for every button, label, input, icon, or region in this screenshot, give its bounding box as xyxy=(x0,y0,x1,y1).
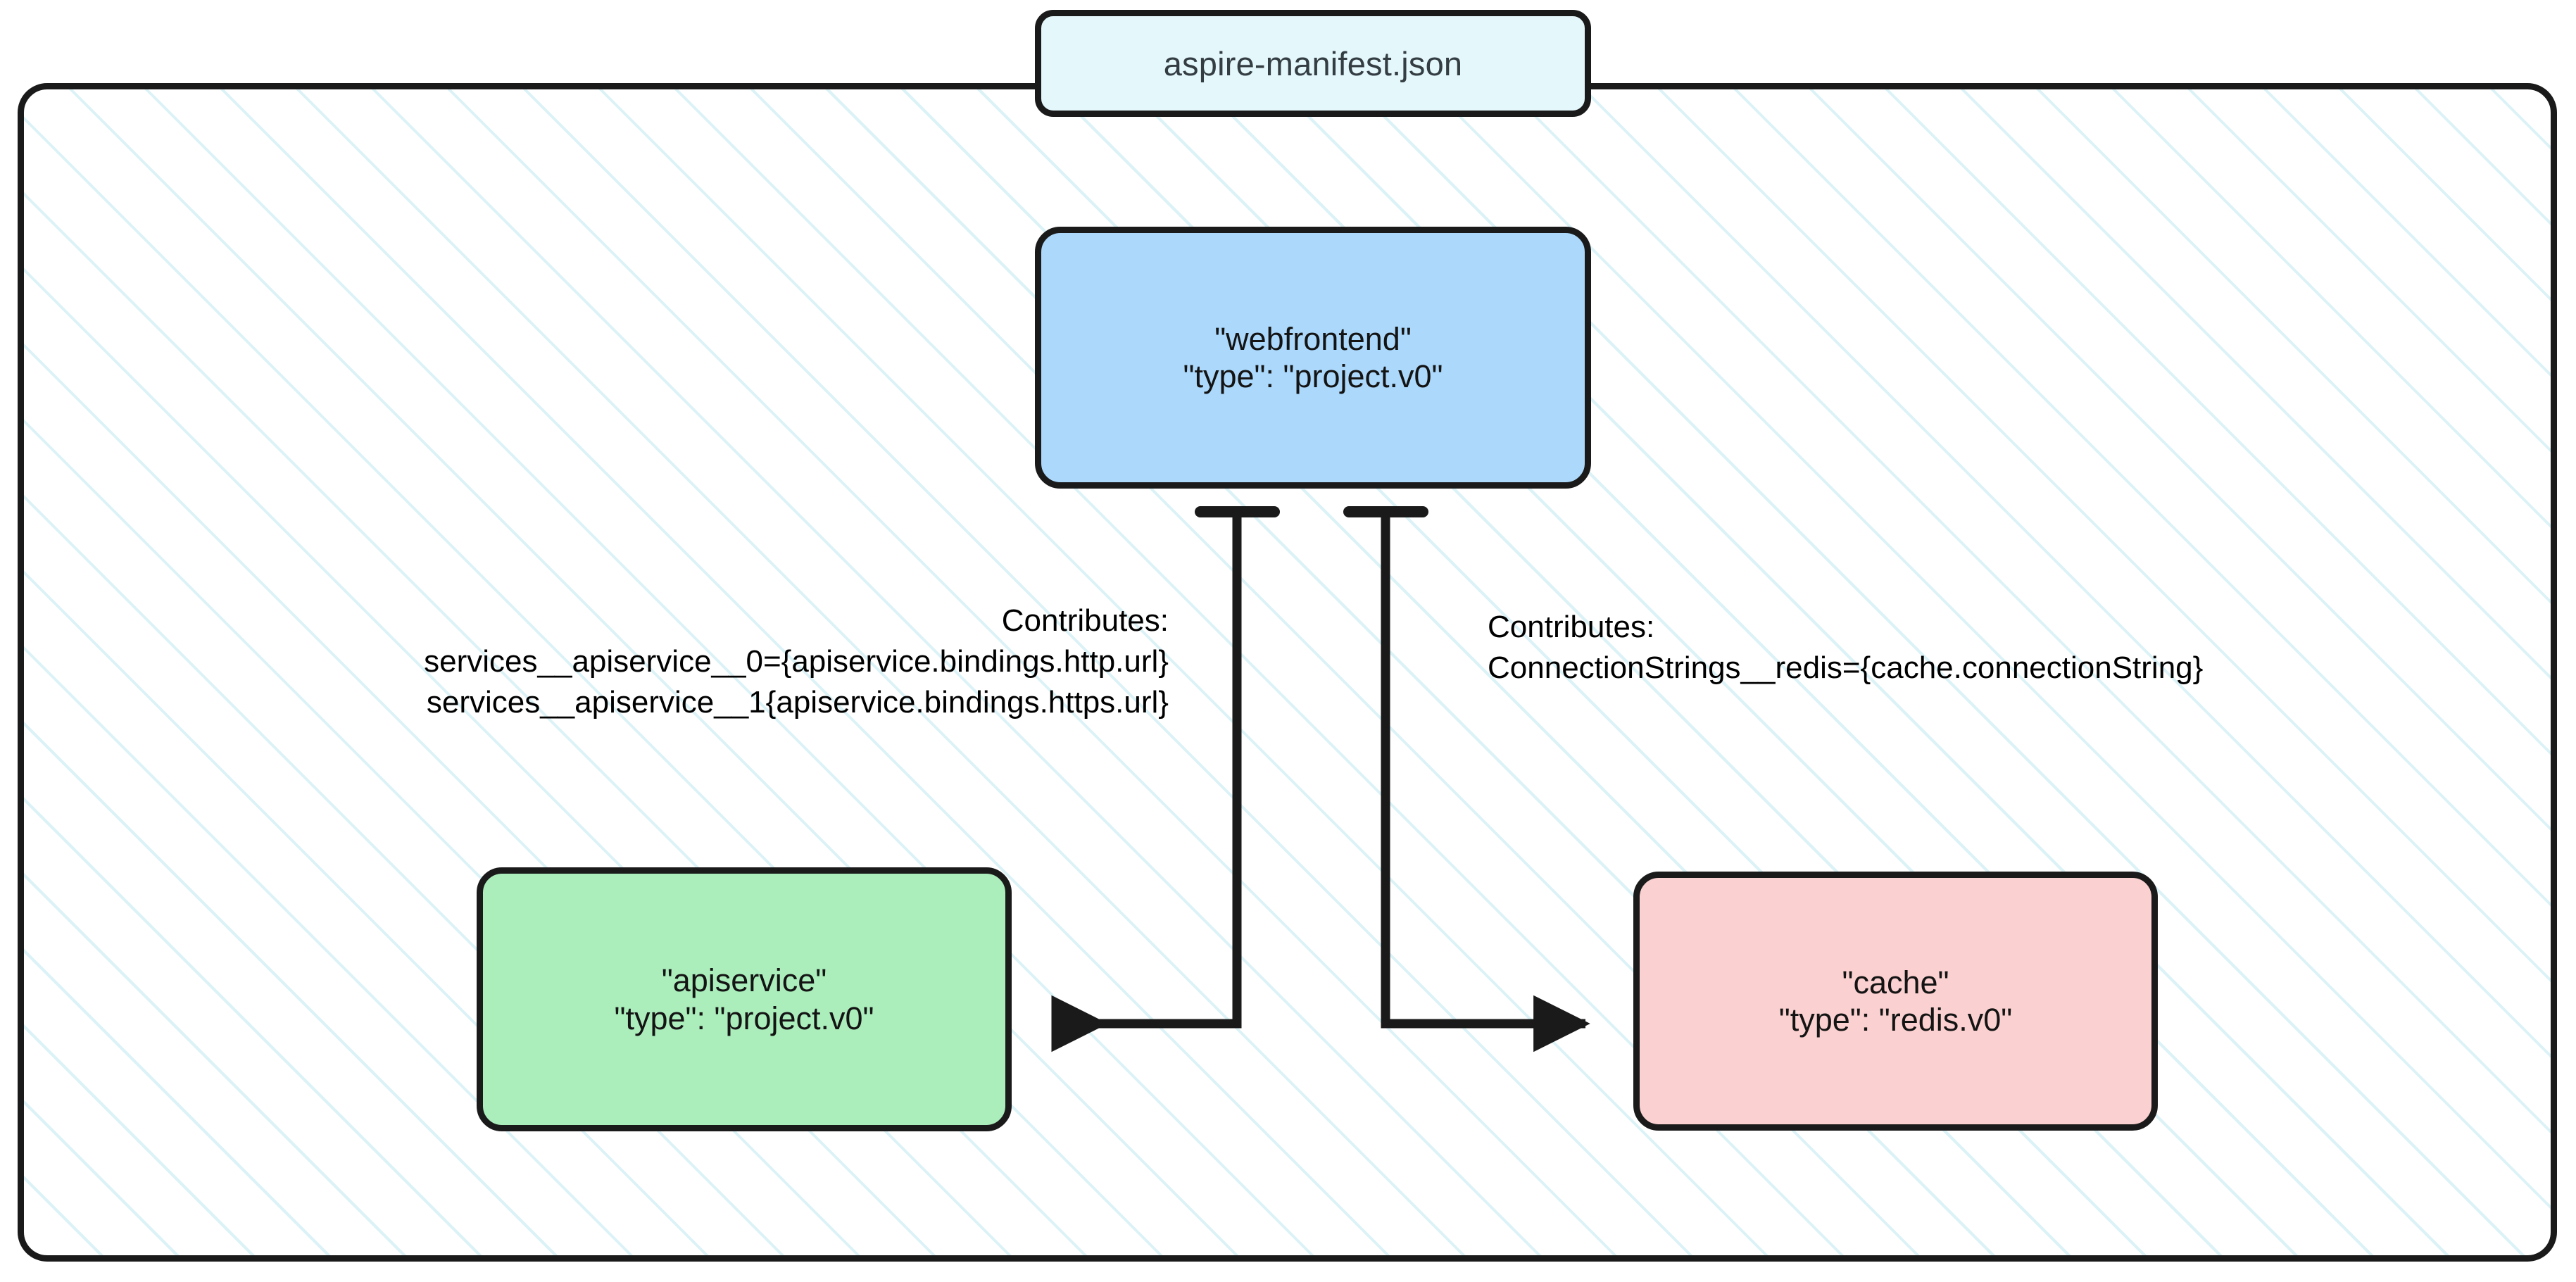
edge-label-webfrontend-to-cache: Contributes: ConnectionStrings__redis={c… xyxy=(1488,607,2203,689)
edge-label-webfrontend-to-apiservice: Contributes: services__apiservice__0={ap… xyxy=(0,601,1169,723)
edge-label-line: Contributes: xyxy=(1488,610,1655,644)
node-apiservice-name: "apiservice" xyxy=(661,962,827,999)
edge-label-line: ConnectionStrings__redis={cache.connecti… xyxy=(1488,651,2204,686)
node-webfrontend[interactable]: "webfrontend" "type": "project.v0" xyxy=(1035,227,1591,489)
node-cache[interactable]: "cache" "type": "redis.v0" xyxy=(1633,872,2158,1131)
node-apiservice[interactable]: "apiservice" "type": "project.v0" xyxy=(477,867,1012,1131)
node-cache-type: "type": "redis.v0" xyxy=(1778,1002,2013,1038)
edge-label-line: services__apiservice__1{apiservice.bindi… xyxy=(426,685,1169,720)
node-cache-name: "cache" xyxy=(1842,964,1949,1000)
node-apiservice-type: "type": "project.v0" xyxy=(614,1000,874,1036)
manifest-title-label: aspire-manifest.json xyxy=(1163,44,1463,82)
node-webfrontend-name: "webfrontend" xyxy=(1214,320,1412,357)
manifest-title-box: aspire-manifest.json xyxy=(1035,10,1591,117)
edge-label-line: Contributes: xyxy=(1001,603,1169,638)
node-webfrontend-type: "type": "project.v0" xyxy=(1183,358,1443,394)
edge-label-line: services__apiservice__0={apiservice.bind… xyxy=(424,644,1169,679)
